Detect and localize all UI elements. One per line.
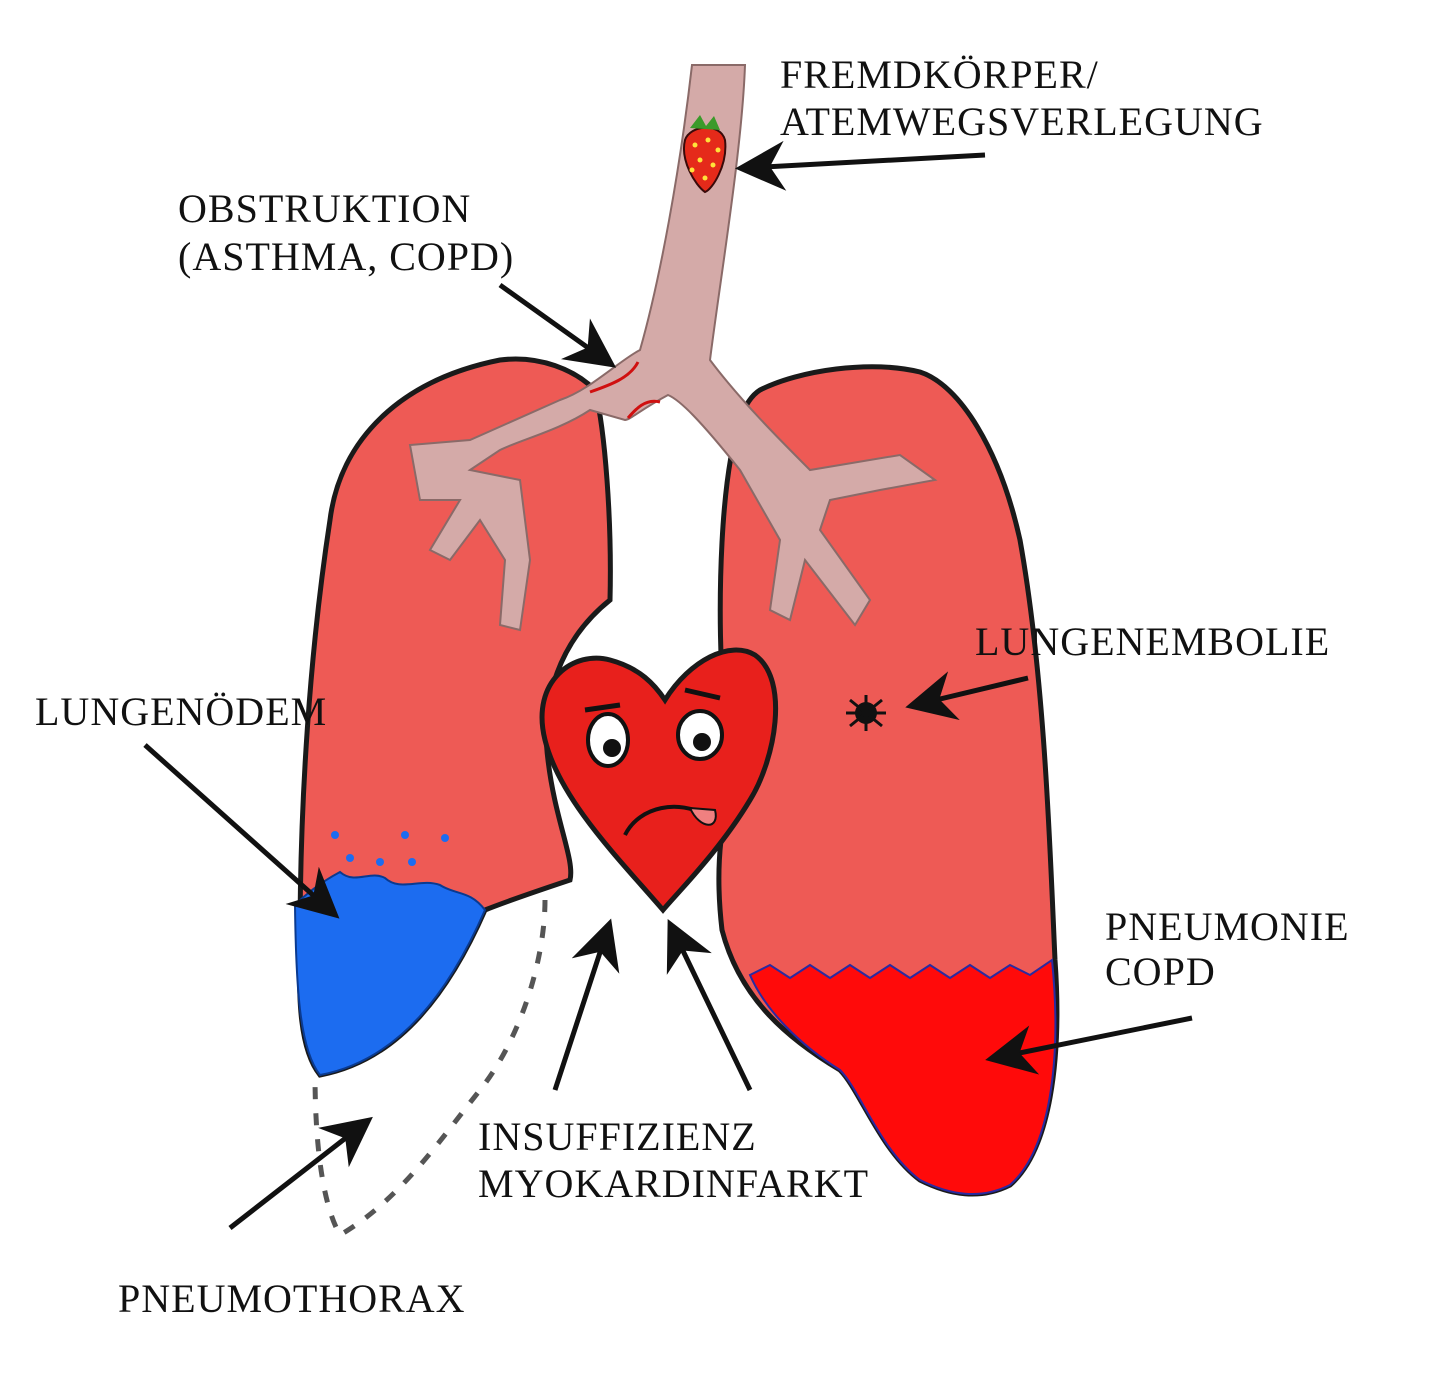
water-drops xyxy=(331,831,449,866)
arrow-edema xyxy=(143,743,340,919)
label-foreign-body-1: FREMDKÖRPER/ xyxy=(780,52,1099,97)
arrow-obstruction xyxy=(498,282,617,368)
label-edema: LUNGENÖDEM xyxy=(35,689,327,734)
embolism-clot-icon xyxy=(846,695,886,731)
label-foreign-body-2: ATEMWEGSVERLEGUNG xyxy=(780,99,1264,144)
label-pneumonia-2: COPD xyxy=(1105,949,1216,994)
arrows xyxy=(143,140,1193,1230)
arrow-heart-left xyxy=(552,918,620,1091)
sad-heart-icon xyxy=(539,647,779,914)
label-heart-1: INSUFFIZIENZ xyxy=(478,1114,757,1159)
arrow-pneumothorax xyxy=(228,1116,373,1230)
airways xyxy=(408,64,938,632)
pneumonia-area xyxy=(748,958,1057,1196)
strawberry-icon xyxy=(683,115,727,194)
label-heart-2: MYOKARDINFARKT xyxy=(478,1161,869,1206)
obstruction-narrowing xyxy=(589,361,661,419)
label-obstruction-1: OBSTRUKTION xyxy=(178,186,471,231)
edema-water xyxy=(293,870,487,1077)
arrow-foreign-body xyxy=(735,140,986,191)
label-pneumothorax: PNEUMOTHORAX xyxy=(118,1276,466,1321)
arrow-heart-right xyxy=(666,918,753,1092)
arrow-pneumonia xyxy=(985,1015,1193,1075)
label-pneumonia-1: PNEUMONIE xyxy=(1105,904,1350,949)
label-embolism: LUNGENEMBOLIE xyxy=(975,619,1330,664)
arrow-embolism xyxy=(905,671,1029,721)
label-obstruction-2: (ASTHMA, COPD) xyxy=(178,234,514,279)
pneumothorax-outline xyxy=(312,899,548,1239)
